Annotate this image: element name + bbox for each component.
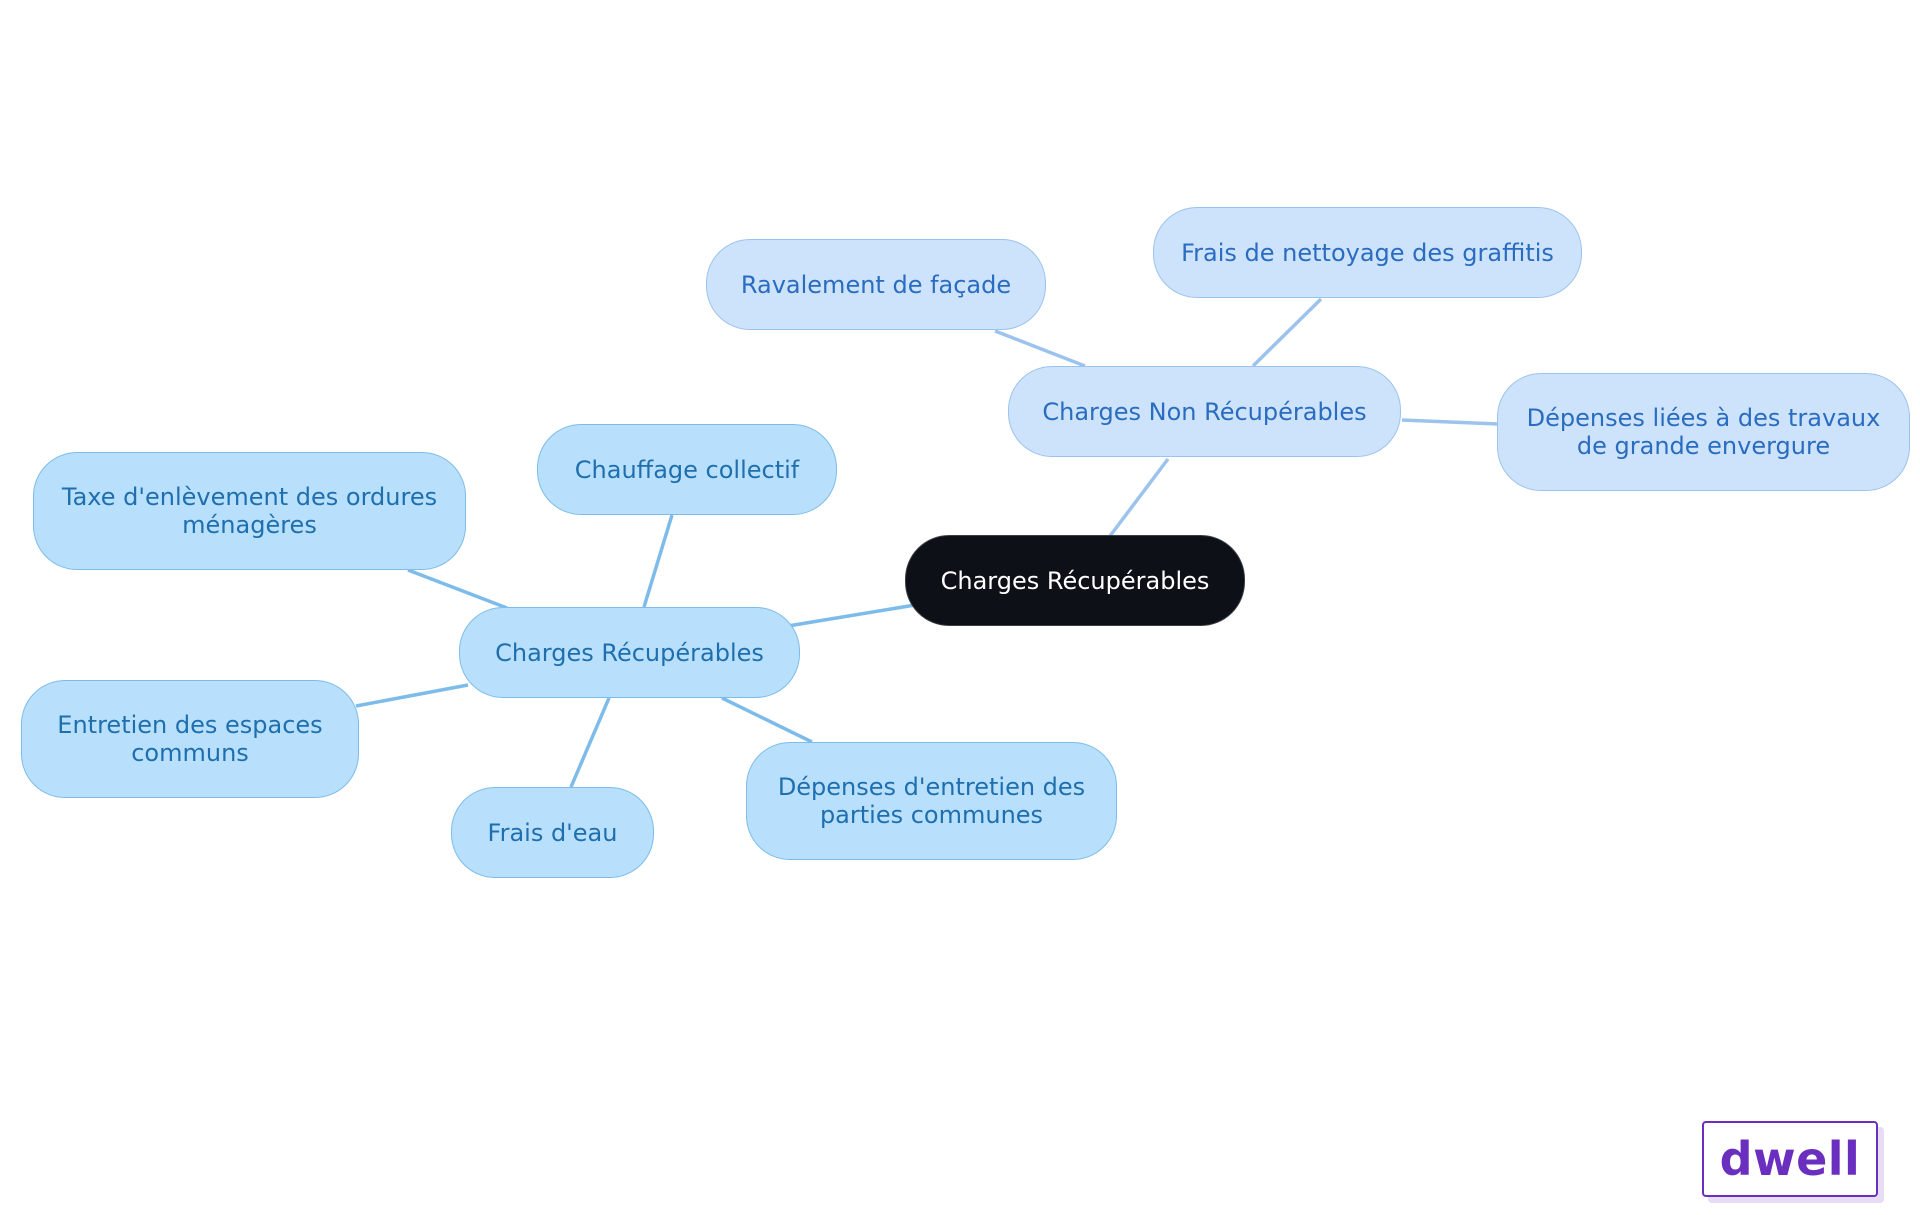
edge-non-recuperables-graffitis [1251, 297, 1323, 368]
edge-recuperables-taxe [407, 568, 508, 610]
edge-recuperables-chauffage [642, 514, 674, 608]
leaf-node-entretien-espaces[interactable]: Entretien des espaces communs [21, 680, 359, 798]
leaf-node-nettoyage-graffitis[interactable]: Frais de nettoyage des graffitis [1153, 207, 1582, 298]
edge-recuperables-entretien-espaces [355, 683, 469, 708]
leaf-node-label: Taxe d'enlèvement des ordures ménagères [61, 483, 438, 539]
leaf-node-label: Entretien des espaces communs [57, 711, 323, 767]
edge-recuperables-depenses-entretien [721, 696, 813, 744]
edge-non-recuperables-travaux [1401, 418, 1499, 426]
dwell-logo-text: dwell [1719, 1132, 1861, 1186]
branch-node-label: Charges Non Récupérables [1042, 397, 1367, 426]
leaf-node-frais-eau[interactable]: Frais d'eau [451, 787, 654, 878]
leaf-node-depenses-entretien[interactable]: Dépenses d'entretien des parties commune… [746, 742, 1117, 860]
leaf-node-label: Ravalement de façade [740, 270, 1012, 299]
branch-node-label: Charges Récupérables [495, 638, 764, 667]
leaf-node-label: Frais d'eau [487, 818, 618, 847]
dwell-logo: dwell [1702, 1121, 1878, 1197]
branch-node-charges-recuperables[interactable]: Charges Récupérables [459, 607, 800, 698]
edge-non-recuperables-ravalement [994, 329, 1086, 368]
edge-recuperables-frais-eau [569, 697, 611, 788]
root-node[interactable]: Charges Récupérables [905, 535, 1245, 626]
leaf-node-taxe-ordures[interactable]: Taxe d'enlèvement des ordures ménagères [33, 452, 466, 570]
leaf-node-label: Chauffage collectif [574, 455, 800, 484]
leaf-node-travaux-grande-envergure[interactable]: Dépenses liées à des travaux de grande e… [1497, 373, 1910, 491]
root-node-label: Charges Récupérables [940, 566, 1210, 595]
branch-node-charges-non-recuperables[interactable]: Charges Non Récupérables [1008, 366, 1401, 457]
edge-root-to-recuperables [787, 603, 916, 628]
leaf-node-label: Dépenses d'entretien des parties commune… [777, 773, 1086, 829]
edge-root-to-non-recuperables [1108, 457, 1170, 538]
leaf-node-ravalement-facade[interactable]: Ravalement de façade [706, 239, 1046, 330]
leaf-node-label: Dépenses liées à des travaux de grande e… [1526, 404, 1881, 460]
leaf-node-label: Frais de nettoyage des graffitis [1181, 238, 1554, 267]
leaf-node-chauffage-collectif[interactable]: Chauffage collectif [537, 424, 837, 515]
